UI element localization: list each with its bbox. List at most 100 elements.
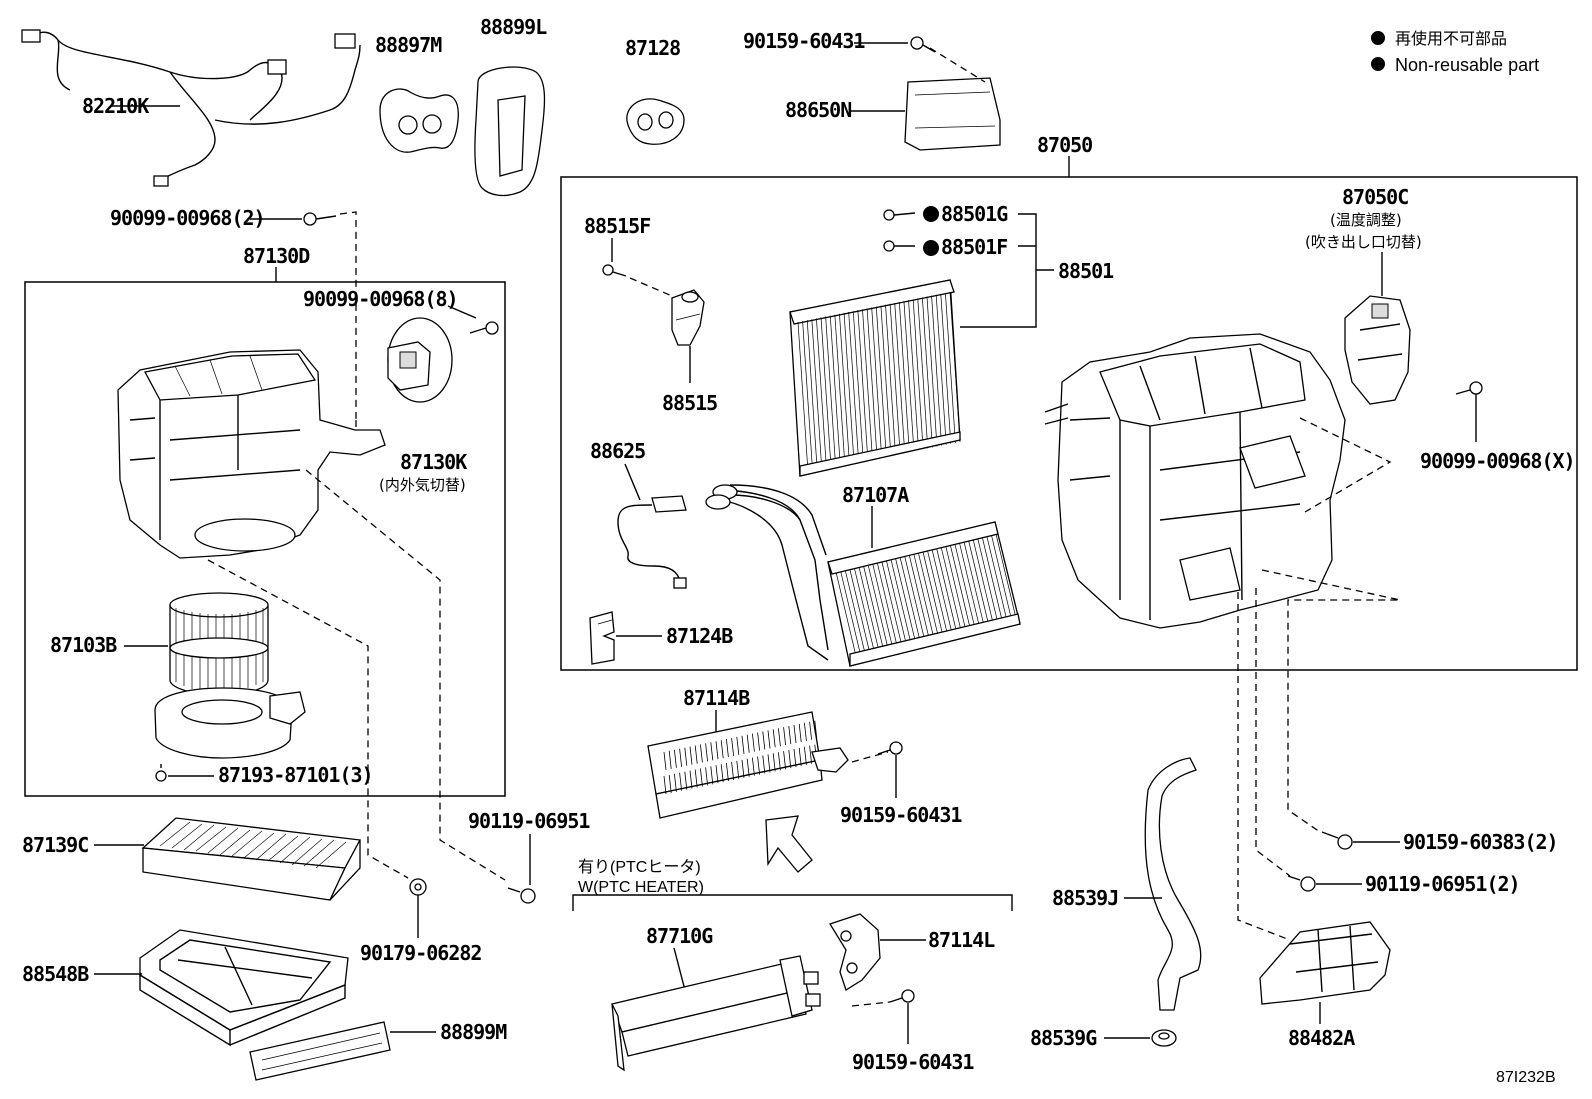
label-87114L: 87114L (928, 928, 995, 952)
label-88515F: 88515F (584, 214, 650, 238)
bolt-icon (877, 741, 903, 755)
actuator-87050C (1344, 295, 1411, 405)
evaporator-88501 (789, 279, 961, 477)
label-87107A: 87107A (842, 483, 909, 507)
duct-88482A (1259, 921, 1391, 1005)
label-87103B: 87103B (50, 633, 117, 657)
label-82210K: 82210K (82, 94, 149, 118)
label-87193-87101-3: 87193-87101(3) (218, 763, 373, 787)
label-90119-06951-2: 90119-06951(2) (1365, 872, 1520, 896)
label-87130K-note: (内外気切替) (379, 476, 466, 494)
grommet-88539G (1151, 1029, 1177, 1047)
label-90119-06951: 90119-06951 (468, 809, 590, 833)
bolt-icon (469, 321, 499, 335)
label-88501F: 88501F (941, 235, 1007, 259)
guide-line (851, 1001, 891, 1007)
bracket-87114L (829, 913, 881, 991)
non-reusable-marker-icon (1371, 57, 1385, 71)
label-90159-60431-mid: 90159-60431 (840, 803, 962, 827)
grommet-87128 (626, 98, 685, 145)
label-87124B: 87124B (666, 624, 733, 648)
legend-jp: 再使用不可部品 (1395, 29, 1507, 48)
non-reusable-marker-icon (923, 240, 939, 256)
guide-line (1261, 569, 1401, 833)
bolt-icon (303, 212, 337, 226)
label-88482A: 88482A (1288, 1026, 1355, 1050)
label-90099-00968-X: 90099-00968(X) (1420, 449, 1575, 473)
wire-harness-82210K (21, 29, 361, 187)
label-88501: 88501 (1058, 259, 1114, 283)
ptc-note-en: W(PTC HEATER) (578, 879, 704, 896)
bolt-icon (1321, 831, 1353, 850)
screw-icon (602, 264, 627, 277)
ptc-heater-87710G (611, 955, 821, 1072)
label-88539G: 88539G (1030, 1026, 1097, 1050)
screw-icon (155, 764, 214, 782)
label-87710G: 87710G (646, 924, 713, 948)
label-88501G: 88501G (941, 202, 1008, 226)
label-87114B: 87114B (683, 686, 750, 710)
sensor-88515 (671, 289, 705, 346)
bolt-icon (854, 36, 936, 53)
legend-en: Non-reusable part (1395, 55, 1539, 75)
label-88515: 88515 (662, 391, 717, 415)
label-87050C: 87050C (1342, 185, 1408, 209)
label-87130K: 87130K (400, 450, 467, 474)
assembly-box-87130D (24, 281, 506, 797)
guide-line (305, 469, 506, 881)
damper-87130K (387, 317, 453, 403)
group-bracket-88501 (960, 213, 1054, 328)
label-88625: 88625 (590, 439, 645, 463)
install-direction-arrow-icon (765, 815, 813, 873)
ptc-note-jp: 有り(PTCヒータ) (578, 858, 701, 876)
label-88548B: 88548B (22, 962, 89, 986)
filter-case-88548B (139, 929, 349, 1047)
o-ring-icon (883, 209, 916, 221)
ptc-heater-87114B (647, 711, 849, 819)
module-88650N (850, 47, 1001, 151)
label-88897M: 88897M (375, 33, 442, 57)
non-reusable-marker-icon (923, 206, 939, 222)
label-87139C: 87139C (22, 833, 88, 857)
guide-line (629, 277, 673, 297)
guide-line (1299, 417, 1392, 513)
label-87128: 87128 (625, 36, 680, 60)
o-ring-icon (883, 240, 915, 252)
guide-line (207, 559, 409, 879)
label-90159-60431-bot: 90159-60431 (852, 1050, 974, 1074)
blower-housing-87130D (117, 349, 386, 559)
label-90159-60383-2: 90159-60383(2) (1403, 830, 1558, 854)
label-90099-00968-8: 90099-00968(8) (303, 287, 458, 311)
seal-88899L (474, 66, 546, 197)
label-88650N: 88650N (785, 98, 851, 122)
clip-87124B (589, 611, 615, 665)
guide-line (1255, 588, 1291, 877)
seal-88899M (249, 1021, 391, 1081)
label-87130D: 87130D (243, 244, 310, 268)
bolt-icon (1455, 381, 1483, 395)
grommet-88897M (379, 88, 459, 153)
non-reusable-marker-icon (1371, 31, 1385, 45)
label-90159-60431-top: 90159-60431 (743, 29, 865, 53)
legend: 再使用不可部品 Non-reusable part (1371, 29, 1539, 75)
label-87050: 87050 (1037, 133, 1092, 157)
bolt-icon (507, 887, 536, 904)
blower-motor-87103B (154, 592, 306, 759)
label-90099-00968-2: 90099-00968(2) (110, 206, 265, 230)
label-88899L: 88899L (480, 15, 547, 39)
bolt-icon (889, 989, 915, 1003)
ptc-bracket (572, 894, 1013, 911)
hvac-unit-87050 (1044, 333, 1346, 629)
label-87050C-note2: (吹き出し口切替) (1305, 233, 1422, 251)
label-88539J: 88539J (1052, 886, 1118, 910)
air-filter-87139C (141, 817, 362, 901)
label-90179-06282: 90179-06282 (360, 941, 481, 965)
guide-line (851, 751, 889, 763)
nut-icon (409, 878, 427, 896)
guide-line (1237, 592, 1291, 941)
heater-core-87107A (705, 484, 1021, 667)
label-88899M: 88899M (440, 1020, 507, 1044)
drain-hose-88539J (1144, 757, 1202, 1011)
label-87050C-note1: (温度調整) (1330, 211, 1402, 229)
